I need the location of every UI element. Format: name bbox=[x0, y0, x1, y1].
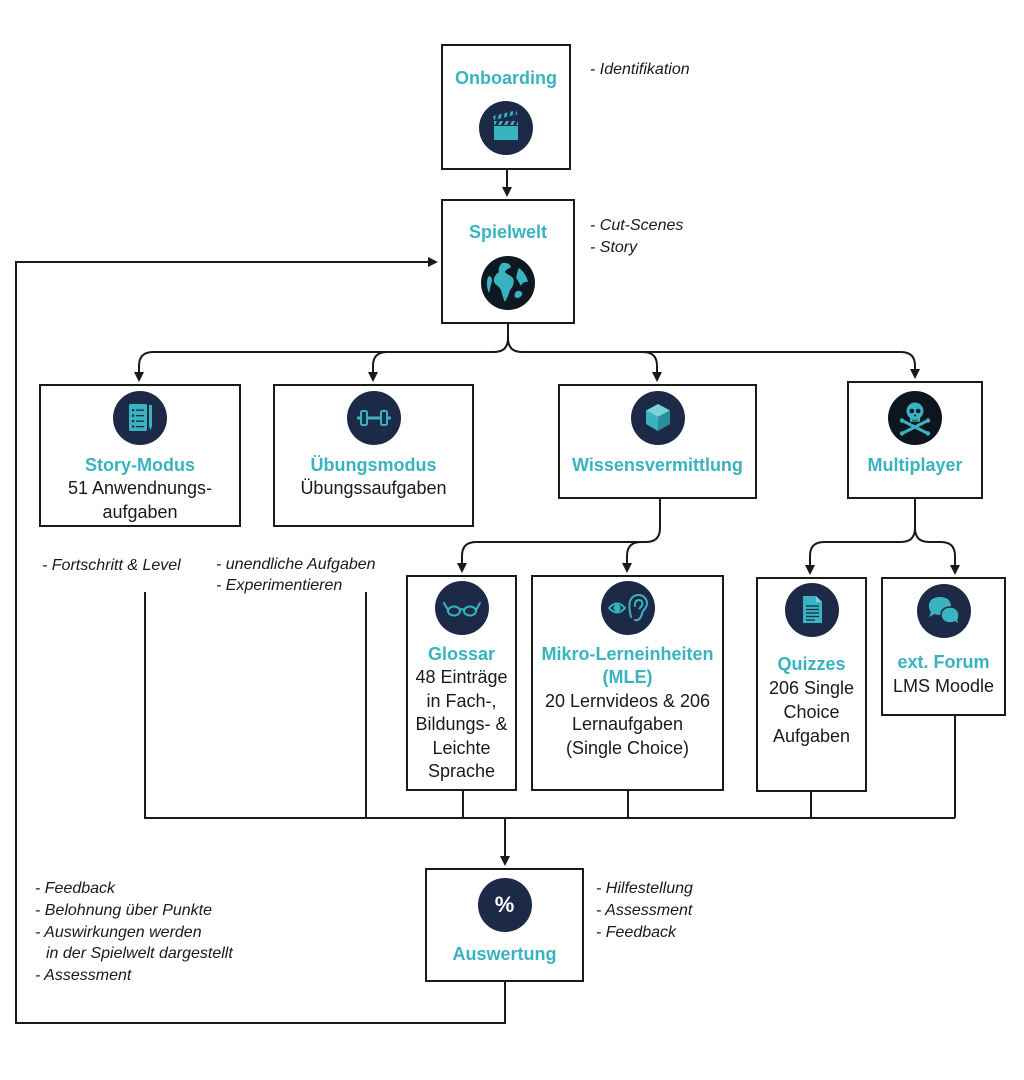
spielwelt-notes: - Cut-Scenes - Story bbox=[590, 215, 683, 259]
note-line: - Story bbox=[590, 239, 638, 256]
dumbbell-icon bbox=[346, 391, 401, 445]
mle-node: Mikro-Lerneinheiten (MLE) 20 Lernvideos … bbox=[531, 575, 724, 791]
glossar-title: Glossar bbox=[427, 643, 496, 664]
note-line: - Feedback bbox=[35, 880, 116, 897]
glossar-description-line: Bildungs- & bbox=[415, 714, 508, 734]
note-line: - Identifikation bbox=[590, 61, 690, 78]
mle-description-line: 20 Lernvideos & 206 bbox=[544, 690, 711, 711]
auswertung-node: % Auswertung bbox=[425, 868, 584, 982]
onboarding-node: Onboarding bbox=[441, 44, 571, 170]
story-modus-description-line: aufgaben bbox=[102, 501, 178, 522]
clapperboard-icon bbox=[479, 100, 533, 155]
uebungsmodus-notes: - unendliche Aufgaben - Experimentieren bbox=[216, 554, 376, 596]
story-modus-title: Story-Modus bbox=[85, 454, 195, 475]
connector-spielwelt-to-story-modus bbox=[134, 324, 509, 382]
note-line: - Assessment bbox=[35, 967, 132, 984]
connector-multiplayer-to-quizzes bbox=[805, 499, 916, 575]
story-modus-node: Story-Modus 51 Anwendnungs- aufgaben bbox=[39, 384, 241, 527]
wissensvermittlung-node: Wissensvermittlung bbox=[558, 384, 757, 499]
connector-wissensvermittlung-to-glossar bbox=[457, 499, 661, 573]
quizzes-title: Quizzes bbox=[777, 654, 846, 674]
mle-description-line: Lernaufgaben bbox=[571, 714, 684, 734]
connector-spielwelt-to-uebungsmodus bbox=[368, 351, 388, 382]
quizzes-description-line: Choice bbox=[783, 702, 840, 722]
uebungsmodus-node: Übungsmodus Übungssaufgaben bbox=[273, 384, 474, 527]
skull-crossbones-icon bbox=[888, 391, 942, 445]
note-line: - Assessment bbox=[596, 902, 693, 919]
percent-symbol: % bbox=[494, 892, 515, 917]
mle-title-abbreviation: (MLE) bbox=[602, 667, 653, 687]
multiplayer-node: Multiplayer bbox=[847, 381, 983, 499]
glossar-description-line: 48 Einträge bbox=[415, 667, 508, 687]
quizzes-description-line: Aufgaben bbox=[772, 726, 851, 746]
glasses-icon bbox=[434, 581, 489, 635]
glossar-description-line: Leichte bbox=[432, 737, 491, 758]
connector-wissensvermittlung-to-mle bbox=[622, 541, 642, 573]
forum-node: ext. Forum LMS Moodle bbox=[881, 577, 1006, 716]
note-line: - Experimentieren bbox=[216, 576, 343, 594]
feedback-loop-connector bbox=[15, 257, 506, 1024]
collector-line-story-modus bbox=[144, 592, 955, 819]
quizzes-description-line: 206 Single bbox=[768, 678, 855, 698]
connector-spielwelt-to-multiplayer bbox=[507, 337, 920, 379]
note-line: - Auswirkungen werden bbox=[35, 923, 202, 941]
wissensvermittlung-title: Wissensvermittlung bbox=[572, 454, 743, 475]
story-modus-description-line: 51 Anwendnungs- bbox=[67, 478, 213, 498]
note-line: - unendliche Aufgaben bbox=[216, 555, 376, 573]
note-line: - Fortschritt & Level bbox=[42, 557, 181, 574]
mle-description-line: (Single Choice) bbox=[565, 737, 690, 758]
spielwelt-title: Spielwelt bbox=[468, 221, 548, 242]
forum-title: ext. Forum bbox=[897, 652, 990, 672]
multiplayer-title: Multiplayer bbox=[867, 454, 963, 475]
notebook-icon bbox=[113, 391, 167, 445]
auswertung-title: Auswertung bbox=[452, 944, 557, 964]
auswertung-notes-right: - Hilfestellung - Assessment - Feedback bbox=[596, 878, 693, 944]
note-line: - Cut-Scenes bbox=[590, 217, 684, 234]
auswertung-notes-left: - Feedback - Belohnung über Punkte - Aus… bbox=[35, 878, 233, 987]
onboarding-notes: - Identifikation bbox=[590, 59, 690, 81]
eye-ear-icon bbox=[600, 581, 655, 635]
note-line: - Feedback bbox=[596, 924, 677, 941]
uebungsmodus-description-line: Übungssaufgaben bbox=[300, 478, 447, 498]
percent-icon: % bbox=[477, 878, 532, 932]
story-modus-notes: - Fortschritt & Level bbox=[42, 555, 181, 577]
glossar-description-line: in Fach-, bbox=[426, 690, 497, 711]
uebungsmodus-title: Übungsmodus bbox=[310, 454, 437, 475]
quizzes-node: Quizzes 206 Single Choice Aufgaben bbox=[756, 577, 867, 792]
mle-title: Mikro-Lerneinheiten bbox=[541, 643, 714, 664]
note-line: - Belohnung über Punkte bbox=[35, 901, 213, 919]
cube-icon bbox=[630, 391, 685, 445]
onboarding-title: Onboarding bbox=[455, 67, 557, 88]
note-line-continuation: in der Spielwelt dargestellt bbox=[46, 945, 233, 963]
glossar-node: Glossar 48 Einträge in Fach-, Bildungs- … bbox=[406, 575, 517, 791]
connector-spielwelt-to-wissensvermittlung bbox=[642, 351, 662, 382]
chat-bubbles-icon bbox=[916, 584, 971, 638]
connector-multiplayer-to-forum bbox=[914, 527, 960, 575]
note-line: - Hilfestellung bbox=[596, 880, 693, 897]
document-icon bbox=[784, 583, 839, 637]
forum-description-line: LMS Moodle bbox=[892, 675, 995, 696]
glossar-description-line: Sprache bbox=[427, 761, 496, 781]
spielwelt-node: Spielwelt bbox=[441, 199, 575, 324]
globe-icon bbox=[481, 255, 535, 310]
